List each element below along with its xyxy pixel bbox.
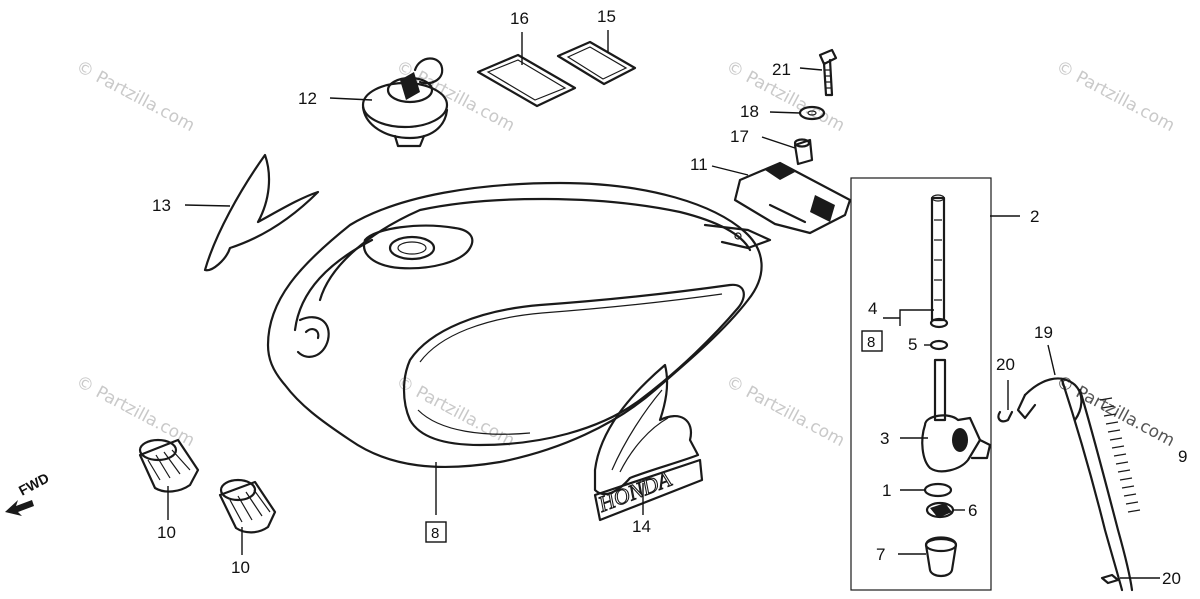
watermark-1: © Partzilla.com <box>73 57 198 136</box>
watermark-4: © Partzilla.com <box>1053 57 1178 136</box>
rubber-pad-15-part[interactable] <box>556 40 637 86</box>
callout-16: 16 <box>510 9 529 28</box>
callout-12: 12 <box>298 89 317 108</box>
mount-rubber-part[interactable] <box>733 161 852 235</box>
fuel-cap-part[interactable] <box>361 57 449 148</box>
callout-11: 11 <box>690 155 708 174</box>
callout-19: 19 <box>1034 323 1053 342</box>
callout-8-tank-box: 8 <box>425 521 447 543</box>
honda-emblem-part[interactable]: HONDA <box>593 363 704 522</box>
clip-20a-part[interactable] <box>997 410 1014 423</box>
fwd-indicator: FWD <box>5 470 52 516</box>
callout-8-cock-box: 8 <box>861 330 883 352</box>
callout-20-bottom: 20 <box>1162 569 1181 588</box>
fuel-cock-assembly[interactable] <box>850 177 992 591</box>
callout-18: 18 <box>740 102 759 121</box>
fwd-arrow-icon <box>5 500 34 516</box>
cushion-10b-part[interactable] <box>218 478 277 534</box>
stripe-decal-part[interactable] <box>203 153 320 272</box>
callout-2: 2 <box>1030 207 1039 226</box>
fwd-label: FWD <box>16 470 52 499</box>
leader-lines <box>167 30 1160 579</box>
callout-15: 15 <box>597 7 616 26</box>
fuel-tube-part[interactable] <box>1016 377 1134 592</box>
callout-3: 3 <box>880 429 889 448</box>
callout-5: 5 <box>908 335 917 354</box>
watermark-6: © Partzilla.com <box>393 372 518 451</box>
assembly-box <box>850 177 992 591</box>
callout-8-tank: 8 <box>431 525 439 542</box>
callout-8-cock: 8 <box>867 334 875 351</box>
fuel-tank-part[interactable] <box>266 181 772 469</box>
callout-7: 7 <box>876 545 885 564</box>
rubber-pad-16-part[interactable] <box>476 53 577 108</box>
bolt-part[interactable] <box>818 48 838 97</box>
brand-text: HONDA <box>594 466 675 517</box>
watermark-5: © Partzilla.com <box>73 372 198 451</box>
callout-4: 4 <box>868 299 877 318</box>
watermarks: © Partzilla.com © Partzilla.com © Partzi… <box>73 57 1178 451</box>
callout-9: 9 <box>1178 447 1187 466</box>
callout-13: 13 <box>152 196 171 215</box>
callout-20-top: 20 <box>996 355 1015 374</box>
callout-10-left: 10 <box>157 523 176 542</box>
callouts: 12 16 15 13 21 18 17 11 2 4 8 5 3 1 6 7 … <box>152 7 1187 588</box>
callout-1: 1 <box>882 481 891 500</box>
callout-17: 17 <box>730 127 749 146</box>
callout-21: 21 <box>772 60 791 79</box>
collar-part[interactable] <box>793 138 814 166</box>
spring-part[interactable] <box>1099 397 1141 513</box>
cushion-10a-part[interactable] <box>138 438 200 493</box>
callout-6: 6 <box>968 501 977 520</box>
callout-14: 14 <box>632 517 651 536</box>
clip-20b-part[interactable] <box>1100 573 1120 585</box>
watermark-7: © Partzilla.com <box>723 372 848 451</box>
callout-10-right: 10 <box>231 558 250 577</box>
